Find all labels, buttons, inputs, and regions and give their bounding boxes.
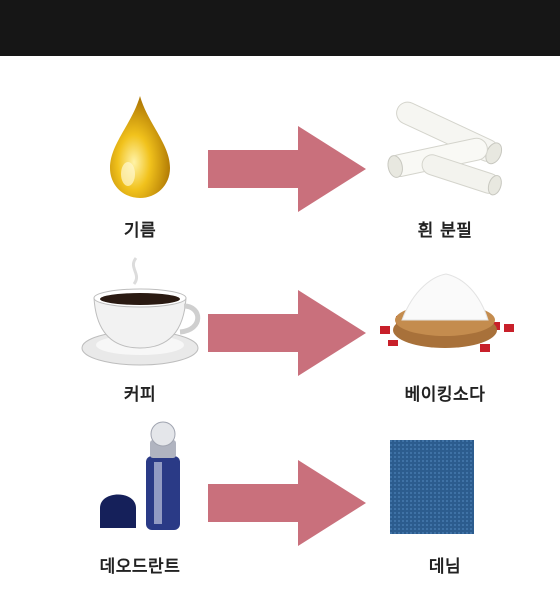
to-label: 흰 분필	[417, 221, 473, 241]
from-label: 데오드란트	[99, 557, 181, 577]
baking-soda-icon	[370, 250, 520, 370]
white-chalk-icon	[370, 86, 520, 206]
denim-icon	[370, 420, 520, 540]
row-deodorant-denim: 데오드란트 데님	[0, 420, 560, 590]
from-label: 기름	[123, 221, 157, 241]
top-bar	[0, 0, 560, 56]
to-label: 데님	[428, 557, 462, 577]
row-oil-chalk: 기름 흰 분필	[0, 86, 560, 256]
coffee-cup-icon	[70, 250, 210, 370]
arrow-icon	[206, 288, 368, 378]
oil-drop-icon	[70, 86, 210, 206]
to-label: 베이킹소다	[404, 385, 486, 405]
deodorant-icon	[70, 420, 210, 540]
from-label: 커피	[123, 385, 157, 405]
arrow-icon	[206, 124, 368, 214]
row-coffee-soda: 커피 베이킹소다	[0, 250, 560, 420]
arrow-icon	[206, 458, 368, 548]
